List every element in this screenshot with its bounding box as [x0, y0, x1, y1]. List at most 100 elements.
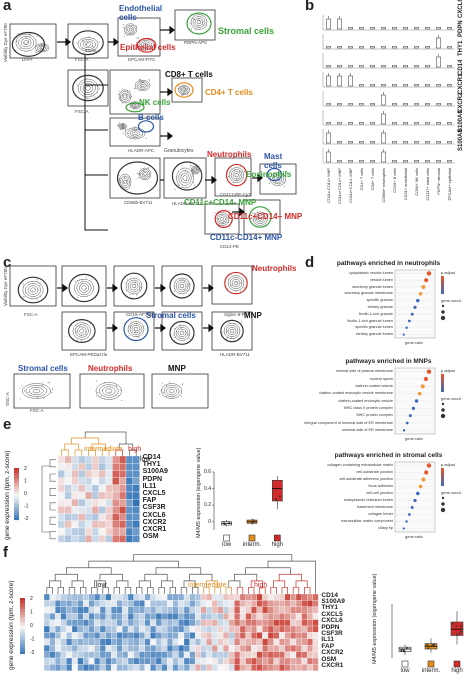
heatmap-cell [234, 664, 241, 671]
density-contour [35, 43, 50, 53]
heatmap-cell [64, 455, 72, 464]
heatmap-cell [132, 491, 140, 500]
heatmap-cell [94, 645, 101, 652]
dendrogram-branch [248, 587, 255, 594]
box-point [459, 630, 462, 633]
box-category-swatch [401, 660, 409, 668]
heatmap-cell [161, 600, 168, 607]
event-dot [125, 289, 127, 291]
heatmap-cell [49, 613, 56, 620]
colorbar-segment [20, 617, 25, 621]
enrich-term: MHC class II protein complex [343, 405, 393, 410]
event-dot [93, 37, 95, 39]
f-gene-label: PDPN [321, 623, 340, 631]
enrich-term: lumenal side of ER membrane [341, 427, 393, 432]
box-mark [359, 84, 364, 87]
panel-letter-e: e [3, 416, 12, 433]
event-dot [48, 382, 50, 384]
legend-count-title: gene.count [441, 298, 461, 303]
event-dot [40, 43, 42, 45]
heatmap-cell [55, 625, 61, 633]
heatmap-cell [172, 645, 179, 652]
dendrogram-branch [189, 573, 213, 581]
box-mark [348, 75, 353, 87]
event-dot [219, 221, 221, 223]
heatmap-cell [167, 593, 173, 601]
event-dot [103, 398, 105, 400]
heatmap-cell [60, 645, 67, 652]
event-dot [143, 176, 145, 178]
heatmap-cell [66, 664, 73, 671]
heatmap-cell [105, 455, 113, 464]
c-gate-mnp: MNP [244, 311, 262, 320]
event-dot [80, 335, 82, 337]
box-mark [337, 122, 342, 125]
heatmap-cell [111, 645, 117, 652]
heatmap-cell [85, 513, 93, 521]
density-contour [80, 39, 96, 50]
heatmap-cell [217, 657, 224, 665]
heatmap-cell [83, 664, 89, 671]
heatmap-cell [200, 619, 207, 627]
b-celltype-label: CD8+ T cells [370, 168, 375, 190]
dendrogram-branch [124, 587, 132, 594]
heatmap-cell [144, 645, 151, 652]
density-contour [18, 36, 34, 50]
density-contour [125, 277, 143, 295]
heatmap-cell [127, 593, 134, 601]
b-gene-label: CXCL6 [458, 0, 464, 18]
heatmap-cell [178, 638, 185, 646]
heatmap-cell [99, 651, 106, 659]
colorbar-segment [14, 512, 19, 515]
event-dot [201, 21, 203, 23]
heatmap-cell [43, 638, 50, 646]
heatmap-cell [155, 613, 162, 620]
heatmap-cell [206, 651, 213, 659]
panel-e-svg: 210-1-2 [14, 431, 283, 543]
heatmap-cell [133, 606, 140, 614]
event-dot [240, 321, 242, 323]
event-dot [141, 85, 143, 87]
heatmap-cell [83, 606, 89, 614]
e-box-ytick-label: 0.4 [204, 485, 211, 492]
heatmap-cell [91, 484, 99, 493]
heatmap-cell [122, 593, 129, 601]
heatmap-cell [172, 632, 179, 639]
event-dot [144, 42, 146, 44]
event-dot [184, 289, 186, 291]
heatmap-cell [78, 513, 86, 521]
heatmap-cell [273, 625, 280, 633]
event-dot [183, 89, 185, 91]
event-dot [78, 325, 80, 327]
heatmap-cell [88, 600, 95, 607]
event-dot [138, 37, 140, 39]
event-dot [120, 96, 122, 98]
event-dot [140, 43, 142, 45]
heatmap-cell [189, 657, 196, 665]
event-dot [255, 218, 257, 220]
e-gene-label: CXCL5 [142, 490, 166, 497]
heatmap-cell [85, 499, 93, 507]
heatmap-cell [195, 664, 201, 671]
heatmap-cell [125, 455, 133, 464]
heatmap-cell [127, 645, 134, 652]
heatmap-cell [183, 632, 190, 639]
enrich-term: cell-substrate adherens junction [339, 477, 393, 481]
legend-padj-title: p.adjust [441, 462, 456, 467]
event-dot [120, 99, 122, 101]
heatmap-cell [132, 535, 140, 543]
heatmap-cell [127, 606, 134, 614]
heatmap-cell [43, 625, 50, 633]
enrich-title: pathways enriched in stromal cells [334, 452, 443, 459]
event-dot [180, 327, 182, 329]
heatmap-cell [55, 606, 61, 614]
gate-outline [174, 82, 194, 98]
heatmap-cell [161, 593, 168, 601]
heatmap-cell [245, 645, 252, 652]
dendrogram-branch [66, 567, 112, 575]
heatmap-cell [267, 593, 274, 601]
event-dot [45, 48, 47, 50]
heatmap-cell [88, 619, 95, 627]
box-mark [326, 65, 331, 68]
event-dot [133, 128, 135, 130]
